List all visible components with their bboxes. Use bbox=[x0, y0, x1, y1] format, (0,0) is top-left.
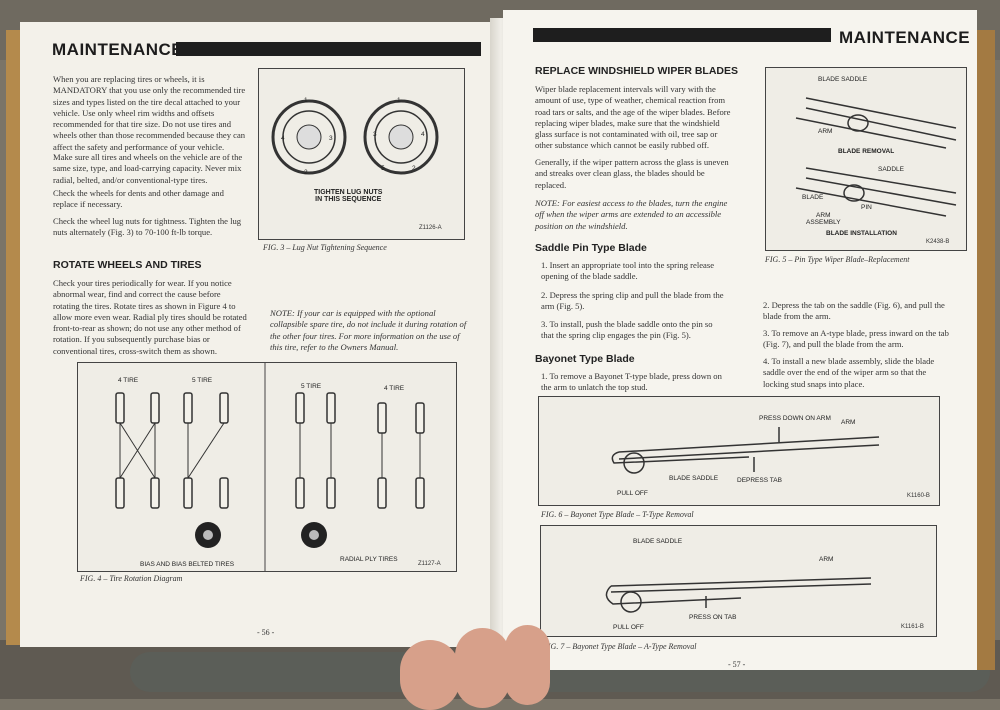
page-number-57: - 57 - bbox=[728, 660, 746, 669]
page-number-56: - 56 - bbox=[257, 628, 275, 637]
lug-seq-4-2: 2 bbox=[304, 169, 308, 176]
fig3-lug-nut-diagram: 1 3 2 4 1 4 2 5 3 TIGHTEN LUG NUTS IN TH… bbox=[258, 68, 465, 240]
fig5-caption: FIG. 5 – Pin Type Wiper Blade–Replacemen… bbox=[765, 255, 910, 264]
lug-seq-5-3: 3 bbox=[373, 131, 377, 138]
left-page-header: MAINTENANCE bbox=[52, 40, 184, 59]
finger-2 bbox=[505, 625, 550, 705]
pin-type-blade-illustration bbox=[795, 97, 957, 217]
fig5-blade-saddle-label: BLADE SADDLE bbox=[818, 76, 868, 83]
press-down-label: PRESS DOWN ON ARM bbox=[759, 415, 831, 422]
fig7-pull-off-label: PULL OFF bbox=[613, 624, 644, 631]
lug-seq-4-3: 3 bbox=[329, 135, 333, 142]
right-page-header: MAINTENANCE bbox=[839, 28, 971, 47]
radial-tires-label: RADIAL PLY TIRES bbox=[340, 556, 398, 563]
fig4-5tire-label-b: 5 TIRE bbox=[301, 383, 322, 390]
fig7-arm-label: ARM bbox=[819, 556, 834, 563]
wiper-interval-text: Wiper blade replacement intervals will v… bbox=[535, 84, 731, 151]
fig5-pin-type-diagram: BLADE SADDLE ARM BLADE REMOVAL SADDLE BL… bbox=[765, 67, 967, 251]
a-type-blade-illustration bbox=[605, 577, 872, 613]
fig3-caption: FIG. 3 – Lug Nut Tightening Sequence bbox=[263, 243, 387, 252]
bias-tires-label: BIAS AND BIAS BELTED TIRES bbox=[140, 561, 235, 568]
bayonet-heading: Bayonet Type Blade bbox=[535, 353, 635, 365]
press-on-tab-label: PRESS ON TAB bbox=[689, 614, 737, 621]
bayonet-step-3: 3. To remove an A-type blade, press inwa… bbox=[763, 328, 949, 350]
tire-intro-text: When you are replacing tires or wheels, … bbox=[53, 74, 246, 152]
rotate-text: Check your tires periodically for wear. … bbox=[53, 278, 247, 356]
fig6-code: K1160-B bbox=[907, 493, 930, 499]
fig4-code: Z1127-A bbox=[418, 561, 441, 567]
saddle-step-1: 1. Insert an appropriate tool into the s… bbox=[541, 260, 715, 282]
fig5-arm-assembly-label: ARM ASSEMBLY bbox=[806, 212, 841, 226]
finger-1 bbox=[455, 628, 510, 708]
header-bar bbox=[176, 42, 481, 56]
saddle-step-3: 3. To install, push the blade saddle ont… bbox=[541, 319, 713, 341]
left-page: MAINTENANCE When you are replacing tires… bbox=[20, 22, 498, 647]
fig3-code: Z1126-A bbox=[419, 225, 442, 231]
thumb bbox=[400, 640, 460, 710]
fig4-caption: FIG. 4 – Tire Rotation Diagram bbox=[80, 574, 183, 583]
lug-seq-4-4: 4 bbox=[281, 135, 285, 142]
bayonet-step-2: 2. Depress the tab on the saddle (Fig. 6… bbox=[763, 300, 945, 322]
lug-seq-5-1: 1 bbox=[397, 97, 401, 104]
saddle-step-2: 2. Depress the spring clip and pull the … bbox=[541, 290, 724, 312]
fig7-a-type-diagram: BLADE SADDLE ARM PRESS ON TAB PULL OFF K… bbox=[540, 525, 937, 637]
wheel-damage-text: Check the wheels for dents and other dam… bbox=[53, 188, 224, 210]
fig4-tire-rotation-diagram: 4 TIRE 5 TIRE 5 TIRE 4 TIRE BIAS AND BIA… bbox=[77, 362, 457, 572]
header-bar-right bbox=[533, 28, 831, 42]
fig5-blade-label: BLADE bbox=[802, 194, 824, 201]
spare-tire-note: NOTE: If your car is equipped with the o… bbox=[270, 308, 467, 352]
fig7-code: K1161-B bbox=[901, 624, 924, 630]
depress-tab-label: DEPRESS TAB bbox=[737, 477, 782, 484]
fig7-blade-saddle-label: BLADE SADDLE bbox=[633, 538, 683, 545]
fig4-4tire-label-a: 4 TIRE bbox=[118, 377, 139, 384]
fig6-pull-off-label: PULL OFF bbox=[617, 490, 648, 497]
lug-nut-text: Check the wheel lug nuts for tightness. … bbox=[53, 216, 242, 238]
right-page: MAINTENANCE REPLACE WINDSHIELD WIPER BLA… bbox=[503, 10, 977, 670]
lug-seq-5-2: 2 bbox=[412, 165, 416, 172]
fig4-4tire-label-b: 4 TIRE bbox=[384, 385, 405, 392]
saddle-pin-heading: Saddle Pin Type Blade bbox=[535, 242, 647, 254]
fig5-saddle-label: SADDLE bbox=[878, 166, 905, 173]
tire-rotation-illustration bbox=[115, 363, 425, 571]
wiper-access-note: NOTE: For easiest access to the blades, … bbox=[535, 198, 728, 231]
fig5-code: K2438-B bbox=[926, 239, 950, 245]
fig6-blade-saddle-label: BLADE SADDLE bbox=[669, 475, 719, 482]
wiper-heading: REPLACE WINDSHIELD WIPER BLADES bbox=[535, 65, 739, 77]
wiper-pattern-text: Generally, if the wiper pattern across t… bbox=[535, 157, 729, 190]
fig5-pin-label: PIN bbox=[861, 204, 872, 211]
bayonet-step-4: 4. To install a new blade assembly, slid… bbox=[763, 356, 935, 389]
fig6-arm-label: ARM bbox=[841, 419, 856, 426]
t-type-blade-illustration bbox=[611, 427, 880, 474]
bayonet-step-1: 1. To remove a Bayonet T-type blade, pre… bbox=[541, 371, 722, 393]
lug-seq-5-4: 4 bbox=[421, 131, 425, 138]
tighten-lug-label: TIGHTEN LUG NUTS IN THIS SEQUENCE bbox=[314, 189, 383, 203]
fig6-t-type-diagram: PRESS DOWN ON ARM ARM BLADE SADDLE DEPRE… bbox=[538, 396, 940, 506]
fig6-caption: FIG. 6 – Bayonet Type Blade – T-Type Rem… bbox=[541, 510, 694, 519]
fig5-arm-label: ARM bbox=[818, 128, 833, 135]
lug-nut-wheels-illustration bbox=[271, 99, 439, 175]
tire-size-text: Make sure all tires and wheels on the ve… bbox=[53, 152, 243, 185]
lug-seq-4-1: 1 bbox=[304, 97, 308, 104]
blade-installation-label: BLADE INSTALLATION bbox=[826, 230, 897, 237]
fig7-caption: FIG. 7 – Bayonet Type Blade – A-Type Rem… bbox=[543, 642, 697, 651]
lug-seq-5-5: 5 bbox=[381, 165, 385, 172]
blade-removal-label: BLADE REMOVAL bbox=[838, 148, 895, 155]
rotate-heading: ROTATE WHEELS AND TIRES bbox=[53, 259, 202, 271]
fig4-5tire-label-a: 5 TIRE bbox=[192, 377, 213, 384]
